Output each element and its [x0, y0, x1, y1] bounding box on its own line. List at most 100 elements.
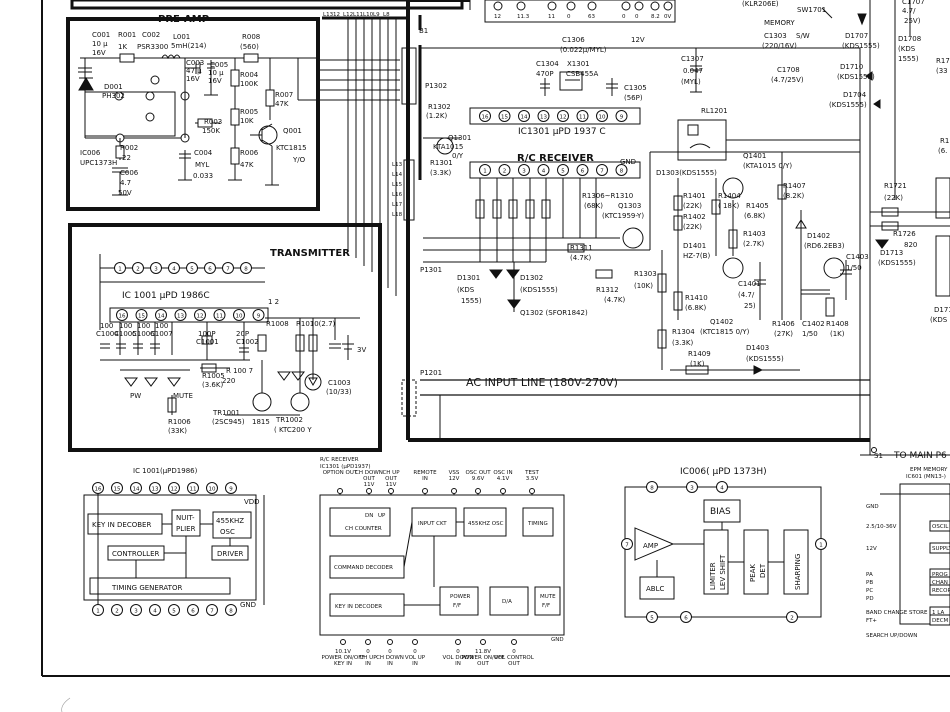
- component-label: R1005: [202, 372, 225, 380]
- tx-mid-pin-number: 9: [257, 313, 261, 319]
- strip-voltage: 63: [588, 14, 595, 20]
- block2-bottom-pin-label: CH DOWN: [376, 655, 404, 661]
- memory-box-label: OSCIL: [932, 524, 949, 530]
- component-label: P1301: [420, 266, 442, 274]
- component-label: C1303: [764, 32, 787, 40]
- component-label: D1402: [807, 232, 830, 240]
- tx-top-pin-number: 2: [136, 266, 140, 272]
- component-label: (33: [936, 67, 948, 75]
- block2-top-pin: [337, 488, 343, 494]
- component-label: 0/Y: [452, 152, 464, 160]
- rx-bottom-pin-number: 8: [620, 168, 624, 174]
- component-label: 1555): [898, 55, 919, 63]
- block1-top-pin-circle: [111, 482, 123, 494]
- block2-top-pin: [366, 488, 372, 494]
- tx-top-pin-number: 6: [208, 266, 212, 272]
- strip-voltage: 11: [548, 14, 555, 20]
- block1-bottom-pin-number: 7: [210, 608, 214, 614]
- component-label: D1707: [845, 32, 868, 40]
- memory-box: [929, 520, 950, 532]
- block2-command-decoder: COMMAND DECODER: [334, 565, 393, 571]
- block2-bottom-pin: [412, 639, 418, 645]
- block2-top-pin-label: 11V: [364, 482, 375, 488]
- memory-box-label: CHAN: [932, 580, 948, 586]
- block2-key-decoder: KEY IN DECODER: [335, 604, 382, 610]
- component-label: Q1401: [743, 152, 766, 160]
- strip-pin-circle: [621, 1, 631, 11]
- block3-limiter-1: LIMITER: [709, 562, 717, 590]
- component-label: C1304: [536, 60, 559, 68]
- component-label: 150K: [202, 127, 220, 135]
- component-label: IC006: [80, 149, 101, 157]
- preamp-wiring: [78, 53, 318, 196]
- component-label: (KDS1555): [837, 73, 875, 81]
- rx-bottom-pin-number: 7: [600, 168, 604, 174]
- memory-box-label: DECM: [932, 618, 949, 624]
- component-label: R1010(2.7): [296, 320, 336, 328]
- strip-voltage: 0V: [664, 14, 671, 20]
- component-label: D1401: [683, 242, 706, 250]
- component-label: (56P): [624, 94, 643, 102]
- block2-top-pin-label: 4.1V: [497, 476, 510, 482]
- strip-pin-circle: [663, 1, 673, 11]
- block3-bias: BIAS: [710, 507, 731, 517]
- component-label: 3V: [357, 346, 366, 354]
- block2-bottom-pin: [340, 639, 346, 645]
- component-label: C006: [120, 169, 139, 177]
- block3-pin-circle: [646, 611, 658, 623]
- component-label: C1307: [681, 55, 704, 63]
- component-label: PW: [130, 392, 141, 400]
- rx-top-pin-circle: [615, 110, 628, 122]
- bus-top-label: L8: [383, 12, 390, 18]
- block3-pin-number: 4: [720, 486, 724, 492]
- component-label: 100: [137, 322, 150, 330]
- block1-top-pin-circle: [225, 482, 237, 494]
- block1-bottom-pin-circle: [130, 604, 142, 616]
- rx-top-pin-number: 14: [521, 114, 528, 120]
- component-label: R008: [242, 33, 260, 41]
- component-label: (KTC1815 0/Y): [700, 328, 750, 336]
- component-label: KTA1015: [433, 143, 463, 151]
- block1-bottom-pin-number: 2: [115, 608, 119, 614]
- component-label: C003: [186, 59, 204, 67]
- strip-voltage: 12: [494, 14, 501, 20]
- strip-voltage: 8.2: [651, 14, 660, 20]
- tx-mid-pin-number: 10: [236, 313, 243, 319]
- block1-top-pin-circle: [206, 482, 218, 494]
- tx-top-pin-circle: [132, 262, 144, 274]
- component-label: P1201: [420, 369, 442, 377]
- component-label: 1/50: [846, 264, 862, 272]
- rx-top-pin-number: 11: [579, 114, 586, 120]
- component-label: 4.7: [120, 179, 131, 187]
- block1-top-pin-number: 13: [152, 486, 159, 492]
- component-label: R1408: [826, 320, 849, 328]
- component-label: C1003: [328, 379, 351, 387]
- component-label: (KDS: [898, 45, 916, 53]
- component-label: 100P: [198, 330, 216, 338]
- block2-bottom-pin-label: VOL CONTROL: [494, 655, 535, 661]
- ac-input-line-label: AC INPUT LINE (180V-270V): [466, 376, 618, 389]
- component-label: D1403: [746, 344, 769, 352]
- bus-l-label: L18: [392, 212, 403, 218]
- component-label: C1005: [114, 330, 137, 338]
- block-ic1001: IC 1001(µPD1986) KEY IN DECOBER NUIT- PL…: [83, 467, 265, 610]
- tx-top-pin-number: 7: [226, 266, 230, 272]
- block2-bottom-pin-label: IN: [412, 661, 418, 667]
- rx-bottom-pin-circle: [518, 164, 530, 176]
- component-label: R1304: [672, 328, 695, 336]
- block2-bottom-pin-label: OUT: [477, 661, 489, 667]
- block2-bottom-pin: [387, 639, 393, 645]
- component-label: Q1402: [710, 318, 733, 326]
- block1-osc-1: 455KHZ: [216, 517, 244, 525]
- bus-top-label: 12: [333, 12, 340, 18]
- strip-pin-circle: [547, 1, 557, 11]
- memory-pin-label: BAND CHANGE STORE: [866, 610, 928, 616]
- block2-bottom-pin-label: CH UP: [359, 655, 377, 661]
- component-label: 16V: [186, 75, 200, 83]
- block2-top-pin-label: OPTION OUT: [323, 470, 358, 476]
- rx-bottom-pin-circle: [576, 164, 589, 176]
- component-label: 100: [119, 322, 132, 330]
- block2-bottom-pin-label: 0: [413, 649, 417, 655]
